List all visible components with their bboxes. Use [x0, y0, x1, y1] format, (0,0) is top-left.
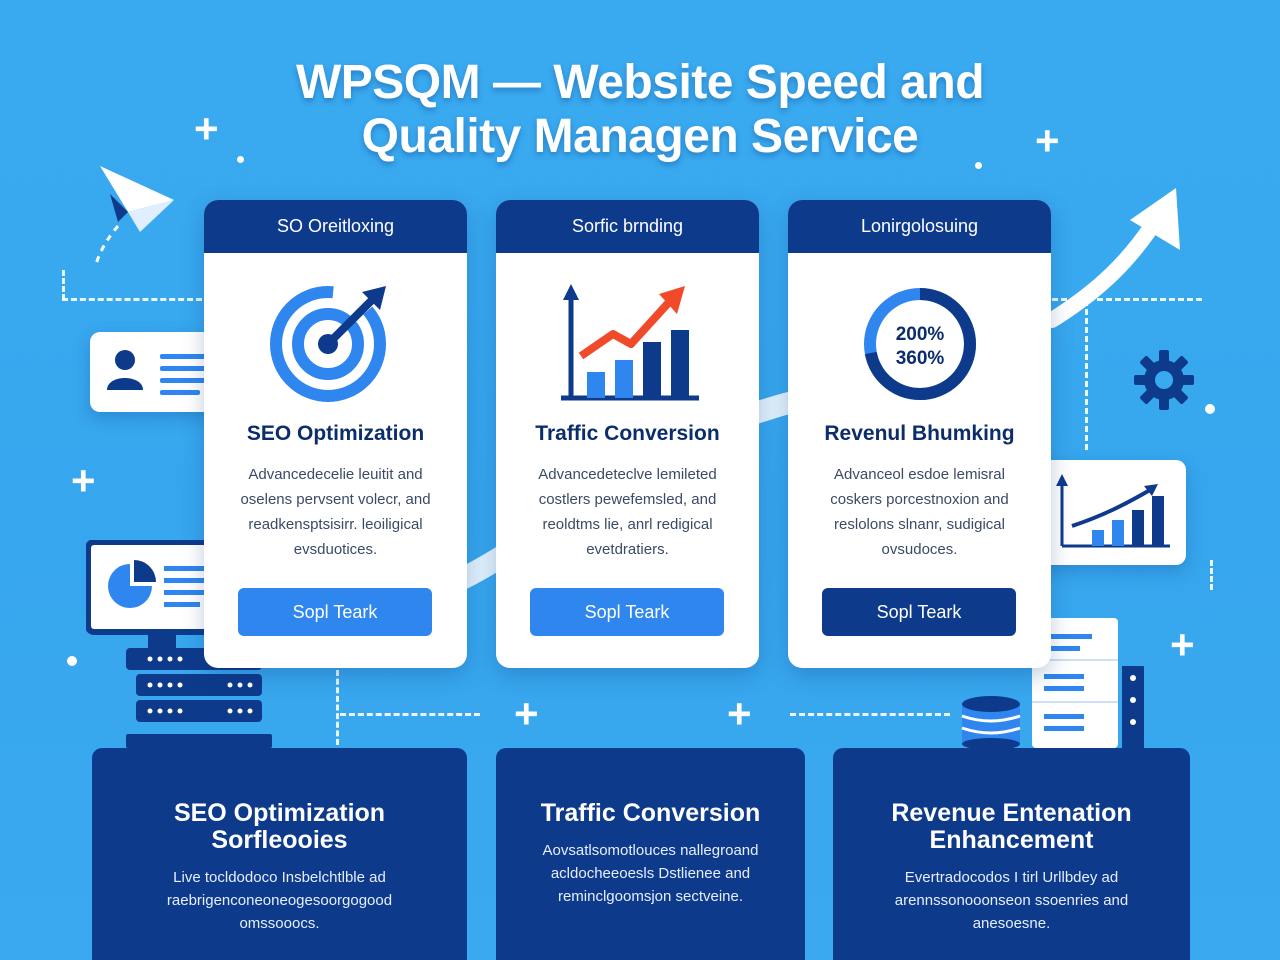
- card-header: Sorfic brnding: [496, 200, 759, 253]
- card-action-button[interactable]: Sopl Teark: [822, 588, 1016, 636]
- panel-description: Evertradocodos I tirl Urllbdey ad arenns…: [894, 869, 1129, 932]
- dashed-connector: [62, 298, 202, 301]
- mini-chart-card: [1032, 460, 1186, 565]
- card-header: Lonirgolosuing: [788, 200, 1051, 253]
- plus-decoration: +: [727, 690, 752, 737]
- card-description: Advancedecelie leuitit and oselens pervs…: [240, 466, 431, 558]
- database-icon: [961, 696, 1021, 750]
- panel-description: Aovsatlsomotlouces nallegroand acldochee…: [542, 842, 759, 905]
- panel-title: Revenue Entenation Enhancement: [891, 799, 1132, 854]
- card-description: Advanceol esdoe lemisral coskers porcest…: [830, 466, 1009, 558]
- monitor-pie-icon: [86, 540, 237, 650]
- bottom-panel-revenue: Revenue Entenation Enhancement Evertrado…: [833, 748, 1190, 960]
- service-card-traffic: Sorfic brnding Traffic Conversion Advanc…: [496, 200, 759, 668]
- card-action-button[interactable]: Sopl Teark: [530, 588, 724, 636]
- plus-decoration: +: [194, 105, 219, 152]
- title-line-2: Quality Managen Service: [361, 110, 919, 163]
- dot-decoration: [1205, 404, 1215, 414]
- dashed-connector: [1052, 298, 1202, 301]
- user-card-icon: [107, 350, 222, 395]
- plus-decoration: +: [1170, 621, 1195, 668]
- dashed-connector: [1085, 300, 1088, 450]
- mini-chart-icon: [1056, 474, 1170, 548]
- panel-description: Live tocldodoco Insbelchtlble ad raebrig…: [166, 869, 393, 932]
- dashed-connector: [790, 713, 950, 716]
- service-card-revenue: Lonirgolosuing 200% 360% Revenul Bhumkin…: [788, 200, 1051, 668]
- card-title: Traffic Conversion: [535, 422, 720, 445]
- document-stack-icon: [1032, 618, 1144, 748]
- plus-decoration: +: [71, 457, 96, 504]
- card-description: Advancedeteclve lemileted costlers pewef…: [538, 466, 717, 558]
- bottom-panel-seo: SEO Optimization Sorfleooies Live tocldo…: [92, 748, 467, 960]
- gauge-fill: [863, 288, 976, 400]
- paper-plane-icon: [94, 166, 174, 265]
- dot-decoration: [67, 656, 77, 666]
- card-header: SO Oreitloxing: [204, 200, 467, 253]
- title-line-1: WPSQM — Website Speed and: [295, 56, 985, 109]
- gear-icon: [1134, 350, 1194, 410]
- dot-decoration: [237, 156, 244, 163]
- card-title: SEO Optimization: [246, 422, 425, 445]
- growth-chart-icon: [560, 284, 699, 401]
- dashed-connector: [1210, 560, 1213, 590]
- service-card-seo: SO Oreitloxing SEO Optimization Advanced…: [204, 200, 467, 668]
- card-action-button[interactable]: Sopl Teark: [238, 588, 432, 636]
- dot-decoration: [975, 162, 982, 169]
- dashed-connector: [336, 670, 339, 745]
- donut-gauge-icon: 200% 360%: [863, 288, 976, 400]
- page-title: WPSQM — Website Speed and Quality Manage…: [0, 56, 1280, 164]
- dashed-connector: [62, 270, 65, 300]
- bottom-panel-traffic: Traffic Conversion Aovsatlsomotlouces na…: [496, 748, 805, 960]
- gauge-value-1: 200%: [895, 324, 944, 345]
- target-icon: [269, 286, 386, 402]
- plus-decoration: +: [1035, 117, 1060, 164]
- dashed-connector: [340, 713, 480, 716]
- card-title: Revenul Bhumking: [824, 422, 1015, 445]
- plus-decoration: +: [514, 690, 539, 737]
- trend-arrow-icon: [1044, 188, 1180, 328]
- panel-title: Traffic Conversion: [540, 799, 761, 827]
- panel-title: SEO Optimization Sorfleooies: [173, 799, 386, 854]
- gauge-value-2: 360%: [895, 348, 944, 369]
